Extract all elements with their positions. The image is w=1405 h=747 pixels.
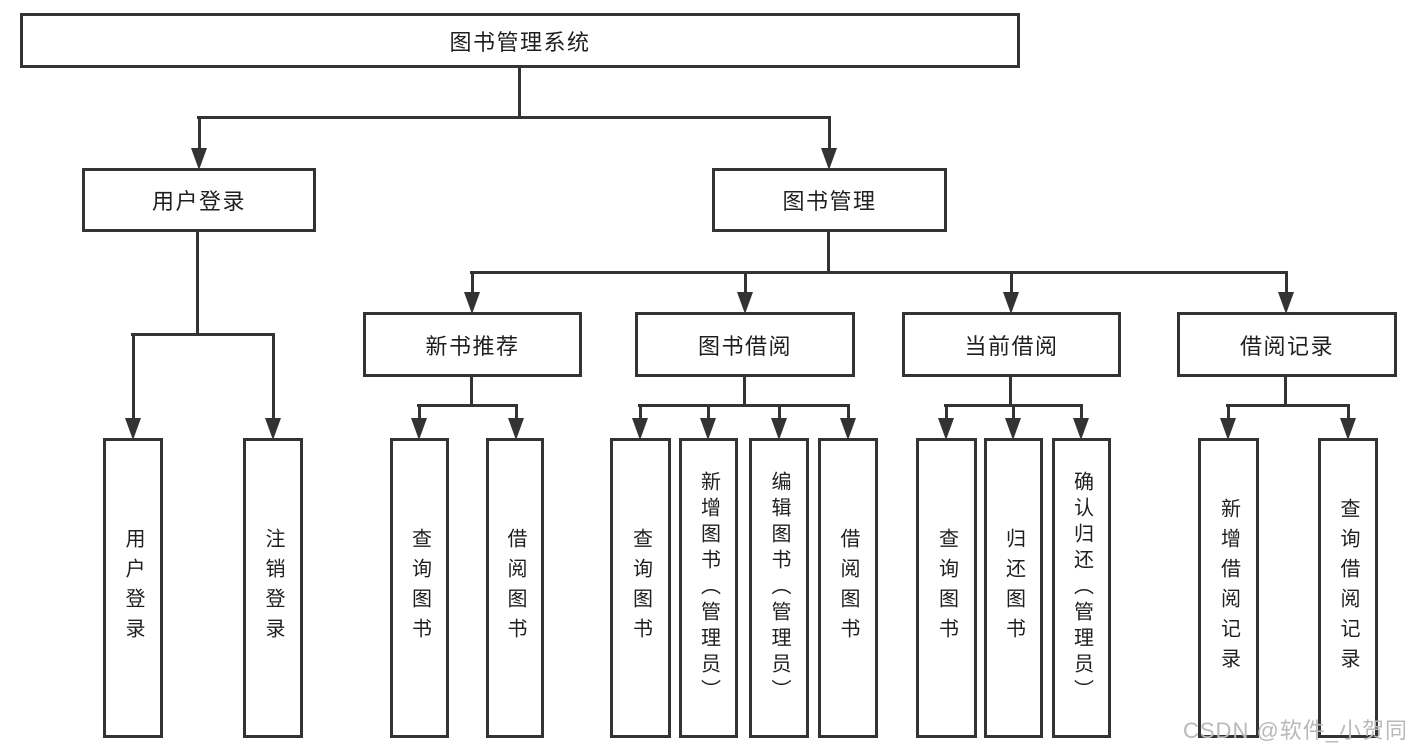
connector-line: [1226, 404, 1230, 424]
arrowhead-down-icon: [840, 418, 856, 440]
arrowhead-down-icon: [265, 418, 281, 440]
connector-line: [706, 404, 710, 424]
node-borrow-records: 借阅记录: [1177, 312, 1397, 377]
node-leaf-borrow-book-1: 借阅图书: [486, 438, 544, 738]
connector-line: [197, 116, 831, 119]
node-label: 查询图书: [935, 528, 958, 648]
arrowhead-down-icon: [737, 292, 753, 314]
node-leaf-query-book-1: 查询图书: [390, 438, 449, 738]
node-label: 确认归还（管理员）: [1070, 471, 1093, 705]
connector-line: [514, 404, 518, 424]
node-label: 新增借阅记录: [1217, 498, 1240, 678]
node-label: 图书借阅: [697, 333, 792, 359]
node-label: 用户登录: [122, 528, 144, 648]
arrowhead-down-icon: [125, 418, 141, 440]
node-leaf-borrow-book-2: 借阅图书: [818, 438, 878, 738]
connector-line: [470, 271, 474, 298]
arrowhead-down-icon: [821, 148, 837, 170]
csdn-watermark: CSDN @软件_小贺同学: [1183, 718, 1405, 743]
node-leaf-add-borrow-record: 新增借阅记录: [1198, 438, 1259, 738]
arrowhead-down-icon: [1003, 292, 1019, 314]
node-label: 图书管理: [782, 189, 877, 214]
connector-line: [1079, 404, 1083, 424]
node-label: 新书推荐: [425, 333, 520, 359]
node-label: 图书管理系统: [449, 29, 591, 55]
arrowhead-down-icon: [464, 292, 480, 314]
node-label: 查询图书: [408, 528, 431, 648]
node-current-borrow: 当前借阅: [902, 312, 1121, 377]
connector-line: [846, 404, 850, 424]
connector-line: [417, 404, 518, 407]
node-label: 编辑图书（管理员）: [768, 471, 790, 705]
connector-line: [1284, 271, 1288, 298]
connector-line: [1009, 375, 1012, 407]
connector-line: [638, 404, 642, 424]
connector-line: [743, 375, 746, 407]
node-root: 图书管理系统: [20, 13, 1020, 68]
node-label: 当前借阅: [964, 333, 1059, 359]
node-label: 借阅图书: [837, 528, 859, 648]
arrowhead-down-icon: [508, 418, 524, 440]
connector-line: [1009, 271, 1013, 298]
node-book-management: 图书管理: [712, 168, 947, 232]
node-leaf-edit-book-admin: 编辑图书（管理员）: [749, 438, 809, 738]
arrowhead-down-icon: [632, 418, 648, 440]
node-label: 新增图书（管理员）: [697, 471, 720, 705]
node-label: 查询借阅记录: [1337, 498, 1359, 678]
connector-line: [197, 116, 201, 154]
node-leaf-add-book-admin: 新增图书（管理员）: [679, 438, 738, 738]
node-label: 查询图书: [629, 528, 652, 648]
node-book-borrow: 图书借阅: [635, 312, 855, 377]
node-user-login: 用户登录: [82, 168, 316, 232]
connector-line: [470, 271, 1288, 274]
connector-line: [1284, 375, 1287, 407]
connector-line: [196, 230, 199, 336]
arrowhead-down-icon: [938, 418, 954, 440]
node-leaf-query-borrow-record: 查询借阅记录: [1318, 438, 1378, 738]
connector-line: [131, 333, 135, 424]
arrowhead-down-icon: [700, 418, 716, 440]
node-leaf-user-login: 用户登录: [103, 438, 163, 738]
connector-line: [1226, 404, 1349, 407]
node-leaf-logout: 注销登录: [243, 438, 303, 738]
connector-line: [638, 404, 849, 407]
connector-line: [1011, 404, 1015, 424]
arrowhead-down-icon: [1073, 418, 1089, 440]
node-leaf-query-book-3: 查询图书: [916, 438, 977, 738]
arrowhead-down-icon: [1278, 292, 1294, 314]
node-label: 注销登录: [262, 528, 284, 648]
arrowhead-down-icon: [1220, 418, 1236, 440]
node-label: 借阅记录: [1239, 333, 1334, 359]
connector-line: [470, 375, 473, 407]
arrowhead-down-icon: [771, 418, 787, 440]
arrowhead-down-icon: [1005, 418, 1021, 440]
arrowhead-down-icon: [191, 148, 207, 170]
node-leaf-confirm-return-admin: 确认归还（管理员）: [1052, 438, 1111, 738]
node-leaf-return-book: 归还图书: [984, 438, 1043, 738]
arrowhead-down-icon: [411, 418, 427, 440]
connector-line: [417, 404, 421, 424]
node-new-book-recommend: 新书推荐: [363, 312, 582, 377]
connector-line: [827, 116, 831, 154]
connector-line: [131, 333, 275, 336]
connector-line: [518, 67, 521, 119]
connector-line: [1346, 404, 1350, 424]
node-label: 用户登录: [151, 189, 246, 214]
node-label: 借阅图书: [504, 528, 526, 648]
connector-line: [271, 333, 275, 424]
connector-line: [777, 404, 781, 424]
connector-line: [827, 230, 830, 274]
node-label: 归还图书: [1002, 528, 1025, 648]
connector-line: [743, 271, 747, 298]
connector-line: [944, 404, 948, 424]
arrowhead-down-icon: [1340, 418, 1356, 440]
node-leaf-query-book-2: 查询图书: [610, 438, 671, 738]
